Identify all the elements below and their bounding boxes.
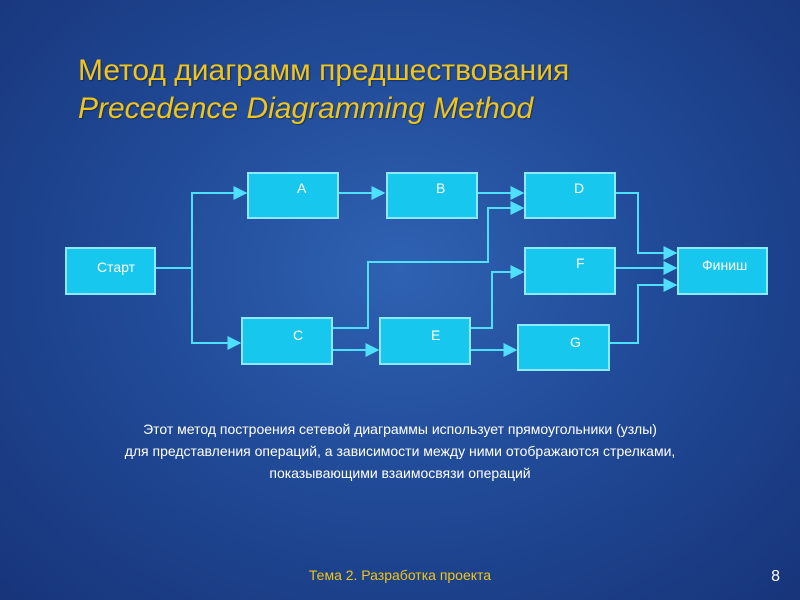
node-f: F bbox=[524, 247, 616, 295]
description: Этот метод построения сетевой диаграммы … bbox=[30, 418, 770, 484]
description-line-1: Этот метод построения сетевой диаграммы … bbox=[143, 421, 657, 437]
arrow-c-d bbox=[332, 201, 525, 329]
description-line-3: показывающими взаимосвязи операций bbox=[269, 465, 531, 481]
title-english: Precedence Diagramming Method bbox=[78, 92, 534, 125]
page-number: 8 bbox=[771, 568, 780, 585]
title-russian: Метод диаграмм предшествования bbox=[78, 54, 570, 87]
node-c: C bbox=[241, 317, 333, 365]
node-f-label: F bbox=[576, 255, 585, 271]
node-a: A bbox=[247, 172, 339, 219]
arrow-d-finish bbox=[615, 192, 678, 260]
description-line-2: для представления операций, а зависимост… bbox=[124, 443, 676, 459]
arrow-g-finish bbox=[610, 278, 678, 344]
node-e-label: E bbox=[431, 327, 441, 343]
slide-title: Метод диаграмм предшествования Precedenc… bbox=[78, 52, 569, 128]
node-a-label: A bbox=[297, 180, 307, 196]
node-d: D bbox=[524, 172, 616, 219]
node-e: E bbox=[379, 317, 471, 365]
node-start: Старт bbox=[65, 247, 156, 295]
node-c-label: C bbox=[293, 327, 304, 343]
node-b: B bbox=[386, 172, 478, 219]
node-g: G bbox=[517, 324, 610, 371]
node-d-label: D bbox=[574, 180, 585, 196]
arrow-start-a bbox=[155, 186, 248, 269]
node-finish-label: Финиш bbox=[702, 257, 748, 273]
arrow-e-f bbox=[470, 265, 525, 329]
node-b-label: B bbox=[436, 180, 446, 196]
arrow-start-c bbox=[191, 268, 242, 350]
footer-topic: Тема 2. Разработка проекта bbox=[308, 567, 492, 583]
node-g-label: G bbox=[570, 334, 581, 350]
node-finish: Финиш bbox=[677, 247, 768, 295]
node-start-label: Старт bbox=[97, 259, 136, 275]
